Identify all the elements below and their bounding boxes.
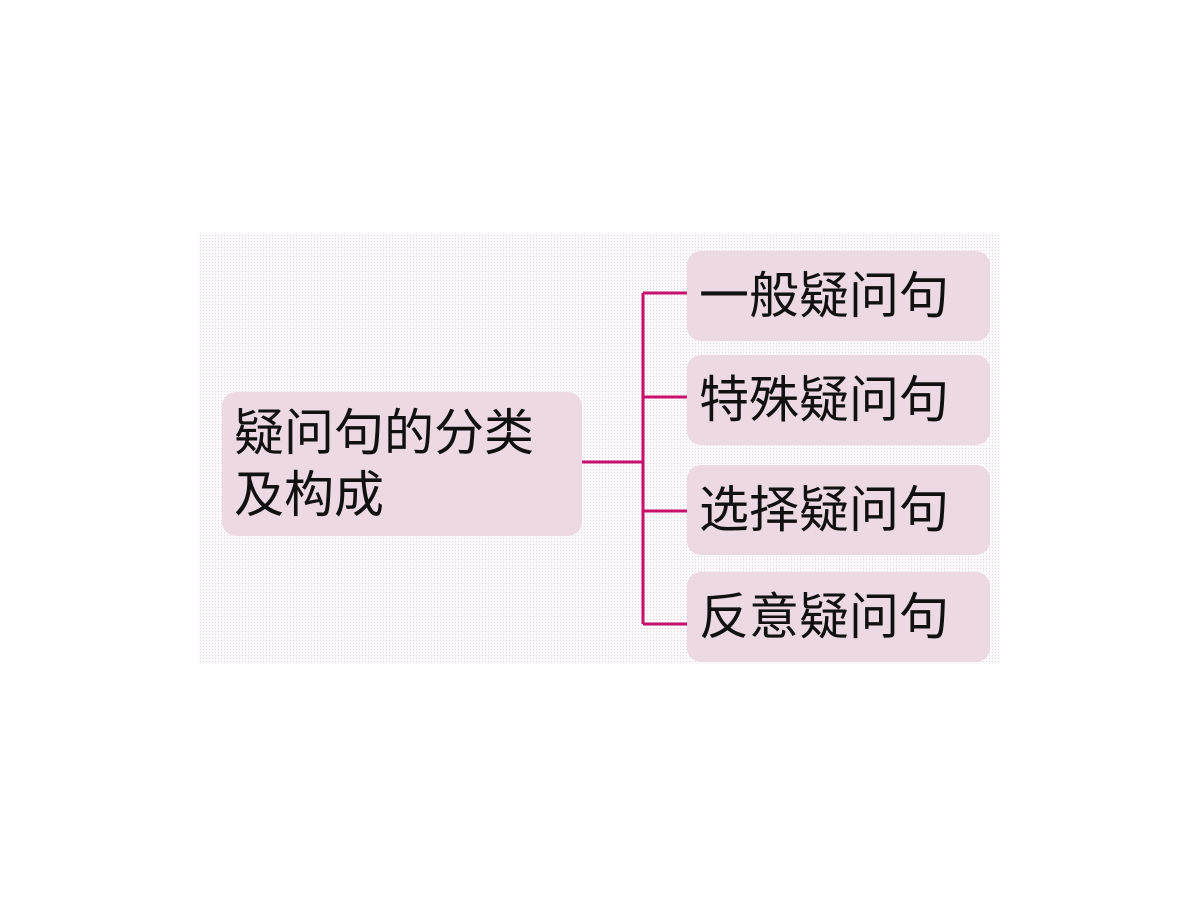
child-node-alternative-question: 选择疑问句	[687, 465, 990, 555]
root-node-line-2: 及构成	[234, 466, 384, 524]
root-node-line-1: 疑问句的分类	[234, 404, 534, 462]
child-node-special-question: 特殊疑问句	[687, 355, 990, 445]
child-node-general-question: 一般疑问句	[687, 251, 990, 341]
child-node-tag-question: 反意疑问句	[687, 572, 990, 662]
root-node: 疑问句的分类 及构成	[222, 392, 582, 536]
